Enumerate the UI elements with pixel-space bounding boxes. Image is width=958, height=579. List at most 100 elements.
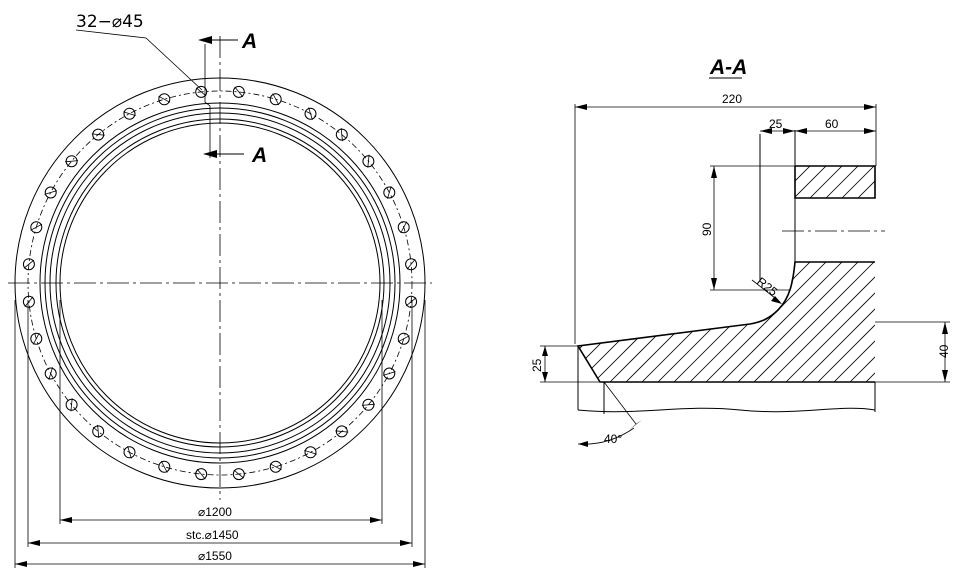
dim-outer-label: ⌀1550 (198, 549, 232, 563)
section-arrow-bottom-head (203, 150, 217, 158)
hatch-line (928, 160, 958, 400)
bolt-hole-mark (97, 424, 100, 438)
bolt-hole (158, 460, 171, 473)
bolt-holes (22, 85, 418, 481)
hatch-line (751, 166, 875, 382)
bolt-hole-mark (158, 95, 171, 103)
bolt-hole-mark (195, 87, 207, 97)
bolt-hole-mark (406, 258, 416, 270)
bolt-hole-mark (32, 332, 40, 345)
dim-thick-left-label: 25 (530, 358, 544, 372)
bolt-hole (232, 468, 245, 481)
bolt-hole (405, 258, 418, 271)
bolt-hole (304, 446, 317, 459)
dim-height-arrow-bottom (711, 278, 717, 290)
bolt-hole-mark (48, 367, 53, 380)
dim-inner-arrow-left (60, 517, 72, 523)
bolt-hole (22, 295, 35, 308)
bolt-hole-mark (269, 463, 282, 471)
hatch-line (719, 166, 875, 382)
bolt-hole (232, 85, 245, 98)
dim-outer-arrow-right (413, 561, 425, 567)
dim-width-label: 220 (722, 92, 742, 106)
hatch-line (623, 166, 865, 382)
dim-radius-arrow (771, 296, 782, 304)
bolt-hole-mark (65, 160, 79, 163)
hatch-line (831, 166, 875, 382)
hatch-line (655, 166, 875, 382)
hatch-line (578, 166, 817, 382)
dim-flange-arrow-left (795, 128, 807, 134)
dim-thick-right-arrow-bottom (942, 370, 948, 382)
bolt-hole-mark (44, 190, 58, 195)
front-view: 32−⌀45 A A ⌀1200 stc.⌀1450 ⌀1550 (8, 12, 432, 568)
hole-callout-label: 32−⌀45 (76, 12, 144, 32)
dim-angle-label: 40° (604, 432, 622, 446)
bolt-hole (30, 221, 43, 234)
section-hatching (320, 160, 958, 400)
hatch-line (578, 166, 689, 382)
section-outline-body (576, 261, 875, 383)
bolt-hole (269, 93, 282, 106)
bolt-hole-mark (367, 154, 370, 168)
hatch-line (735, 166, 875, 382)
hatch-line (896, 160, 958, 400)
dim-angle-arrow-left (578, 441, 588, 447)
hatch-line (944, 160, 958, 400)
dim-neck-arrow-left (760, 128, 772, 134)
section-mark-bottom: A (251, 144, 267, 167)
bolt-hole (335, 128, 348, 141)
bolt-hole-mark (397, 335, 410, 343)
section-cut-line (204, 44, 211, 158)
bolt-hole-mark (361, 403, 375, 406)
bolt-hole-mark (23, 259, 35, 269)
dim-thick-left-arrow-top (542, 346, 548, 356)
bolt-hole (22, 258, 35, 271)
dim-outer-arrow-left (15, 561, 27, 567)
hatch-line (815, 166, 875, 382)
dim-flange-label: 60 (825, 117, 839, 131)
bolt-hole-mark (160, 460, 168, 473)
bolt-hole-mark (123, 111, 136, 116)
hatch-line (578, 166, 785, 382)
dim-width-arrow-right (864, 104, 876, 110)
bolt-hole (195, 85, 208, 98)
bolt-hole-mark (308, 107, 313, 121)
hatch-line (320, 160, 560, 400)
bolt-hole (30, 332, 43, 345)
bolt-hole (269, 460, 282, 473)
section-break-line (577, 407, 876, 413)
hatch-line (578, 166, 641, 382)
bolt-hole-mark (400, 221, 408, 234)
dim-angle-arrow-right (629, 420, 642, 430)
hatch-line (578, 166, 673, 382)
hatch-line (607, 166, 849, 382)
bolt-hole-mark (304, 450, 317, 455)
dim-radius-label: R25 (754, 274, 780, 299)
hatch-line (687, 166, 875, 382)
hatch-line (863, 166, 875, 382)
bolt-hole (44, 367, 57, 380)
bolt-hole (405, 295, 418, 308)
bolt-hole-mark (91, 133, 105, 136)
dim-thick-right-label: 40 (937, 344, 951, 358)
bolt-hole (195, 468, 208, 481)
dim-neck-label: 25 (769, 117, 783, 131)
bolt-hole-mark (340, 128, 343, 142)
bolt-hole-mark (272, 93, 280, 106)
hatch-line (578, 166, 769, 382)
bolt-hole-mark (70, 398, 73, 412)
bolt-hole (92, 425, 105, 438)
dim-thick-left-arrow-bottom (542, 372, 548, 382)
section-view: A-A 220 25 60 90 (320, 56, 958, 447)
section-arrow-top-head (198, 36, 212, 44)
bolt-hole-mark (335, 430, 349, 433)
bolt-hole (383, 367, 396, 380)
bolt-hole (65, 155, 78, 168)
dim-height-arrow-top (711, 166, 717, 178)
bolt-hole-mark (387, 186, 392, 199)
dim-width-arrow-left (575, 104, 587, 110)
bolt-hole (123, 446, 136, 459)
bolt-hole (383, 186, 396, 199)
dim-pitch-arrow-left (28, 540, 40, 546)
